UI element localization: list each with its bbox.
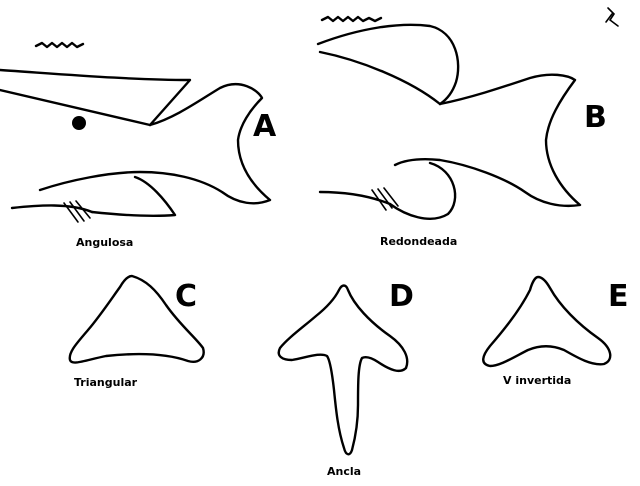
fish-b-anal-fin <box>390 163 455 219</box>
corner-mark <box>606 8 618 26</box>
caption-e: V invertida <box>503 375 571 386</box>
caption-c: Triangular <box>74 377 137 388</box>
fish-b-belly-line <box>320 192 390 204</box>
panel-d-letter: D <box>389 282 414 312</box>
fish-a-pelvic-fin <box>64 201 90 222</box>
caption-d: Ancla <box>327 466 361 477</box>
panel-b-letter: B <box>584 103 607 133</box>
fish-a-dorsal-spines <box>36 43 83 47</box>
panel-e-letter: E <box>608 282 629 312</box>
fish-a-eye-dot <box>72 116 86 130</box>
fish-b-dorsal-fin <box>318 25 458 104</box>
caption-a: Angulosa <box>76 237 133 248</box>
shape-anchor <box>279 286 407 455</box>
fish-a-drawing <box>0 43 270 222</box>
fish-b-dorsal-spines <box>322 17 381 21</box>
fish-b-back-line <box>320 52 440 104</box>
fish-a-body-and-tail <box>40 84 270 203</box>
shape-inverted-v <box>483 277 610 366</box>
panel-c-letter: C <box>175 282 197 312</box>
panel-a-letter: A <box>253 112 276 142</box>
caption-b: Redondeada <box>380 236 457 247</box>
fish-b-body-and-tail <box>395 75 580 206</box>
fish-b-drawing <box>318 17 580 219</box>
fish-a-anal-fin <box>92 177 175 216</box>
